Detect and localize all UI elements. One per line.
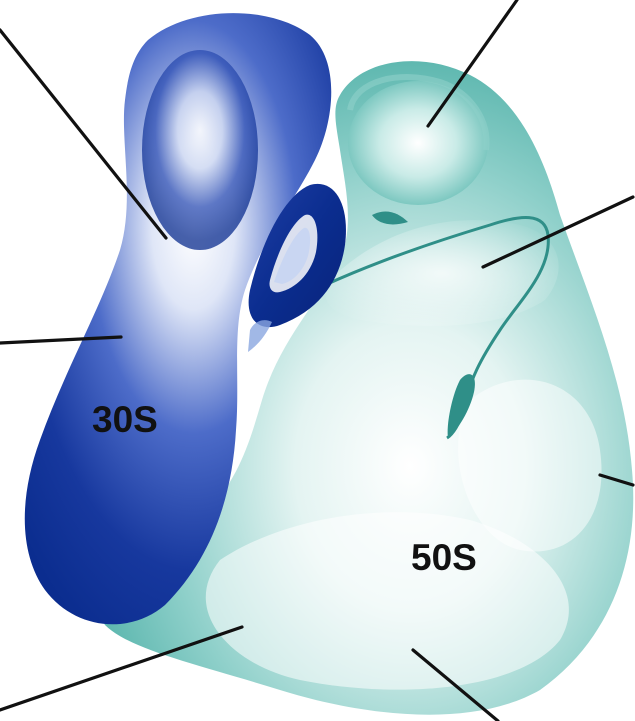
small-subunit-label: 30S <box>92 399 158 440</box>
leader-line <box>0 627 242 710</box>
large-subunit-label: 50S <box>411 537 477 578</box>
